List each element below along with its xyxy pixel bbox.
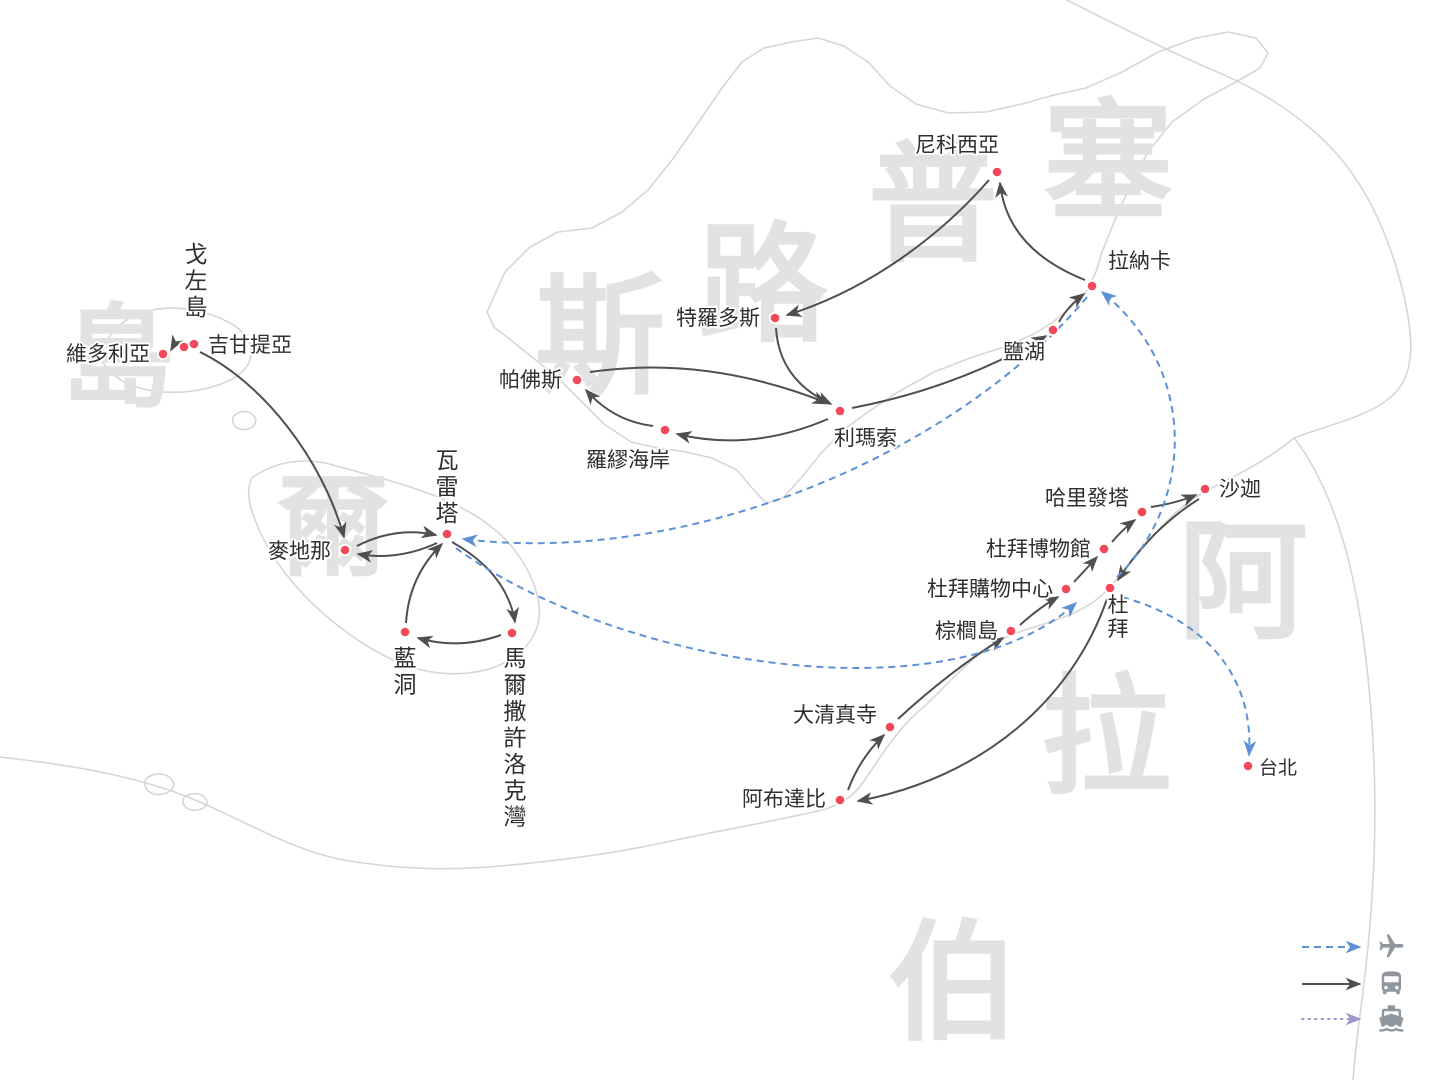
city-dot-dubai [1103, 581, 1117, 595]
route-bus-sharjah-to-dubai [1117, 498, 1200, 582]
route-flight-dubai-to-larnaca [1100, 290, 1176, 578]
city-dot-mdina [338, 543, 352, 557]
watermark-char-伯: 伯 [888, 910, 1018, 1056]
coast-islet-b [182, 792, 208, 811]
route-flight-dubai-to-taipei [1121, 596, 1257, 757]
legend [1301, 934, 1404, 1032]
watermark-char-普: 普 [868, 132, 998, 278]
watermark-char-爾: 爾 [276, 465, 389, 590]
city-label-victoria: 維多利亞 [66, 343, 150, 366]
city-label-limassol: 利瑪索 [834, 427, 897, 450]
city-label-palm-island: 棕櫚島 [935, 620, 998, 643]
city-dot-dubai-mall [1059, 582, 1073, 596]
city-label-troodos: 特羅多斯 [676, 307, 760, 330]
city-label-salt-lake: 鹽湖 [1003, 341, 1045, 364]
ship-icon [1379, 1005, 1404, 1032]
city-label-mdina: 麥地那 [268, 540, 331, 563]
city-dot-gozo [177, 340, 191, 354]
route-bus-limassol-to-salt-lake [851, 335, 1048, 409]
route-bus-palm-island-to-dubai-mall [1019, 596, 1060, 626]
city-label-valletta: 瓦雷塔 [436, 447, 459, 526]
route-bus-burj-khalifa-to-sharjah [1150, 494, 1198, 508]
watermark-char-斯: 斯 [535, 264, 665, 410]
route-bus-mdina-to-valletta [356, 525, 438, 547]
watermark-char-塞: 塞 [1043, 89, 1173, 235]
route-bus-romiou-coast-to-paphos [584, 388, 654, 427]
city-dot-burj-khalifa [1135, 505, 1149, 519]
route-bus-dubai-mall-to-dubai-museum [1073, 555, 1099, 583]
city-dot-blue-grotto [398, 625, 412, 639]
coast-cyprus-island [486, 31, 1269, 504]
city-label-larnaca: 拉納卡 [1108, 250, 1171, 273]
coast-gulf-coast [0, 437, 1295, 870]
city-label-nicosia: 尼科西亞 [915, 134, 999, 157]
route-bus-dubai-to-abu-dhabi [856, 598, 1108, 805]
city-dot-grand-mosque [883, 720, 897, 734]
route-bus-paphos-to-limassol [589, 366, 829, 404]
coast-arabia-east-coast [1293, 437, 1376, 1080]
city-dot-abu-dhabi [833, 793, 847, 807]
city-dot-valletta [440, 527, 454, 541]
city-label-paphos: 帕佛斯 [499, 369, 562, 392]
city-label-gozo: 戈左島 [185, 241, 208, 320]
city-dot-salt-lake [1046, 323, 1060, 337]
route-flight-larnaca-to-valletta [461, 296, 1088, 548]
coast-levant-coast [1066, 0, 1412, 439]
coast-islet-a [143, 773, 175, 796]
city-label-marsaxlokk: 馬爾撒許洛克灣 [504, 645, 527, 830]
watermark-char-阿: 阿 [1178, 509, 1308, 655]
watermark-char-島: 島 [62, 296, 174, 421]
route-bus-blue-grotto-to-valletta [405, 542, 444, 624]
watermark-char-路: 路 [698, 212, 829, 358]
city-label-ggantija: 吉甘提亞 [208, 334, 292, 357]
city-label-dubai-museum: 杜拜博物館 [986, 538, 1091, 561]
routes [170, 179, 1257, 805]
coastlines [0, 0, 1412, 1080]
city-dot-larnaca [1085, 279, 1099, 293]
route-bus-nicosia-to-troodos [785, 179, 990, 317]
city-label-romiou-coast: 羅繆海岸 [586, 449, 670, 472]
city-dot-dubai-museum [1097, 542, 1111, 556]
route-bus-dubai-museum-to-burj-khalifa [1111, 519, 1137, 543]
route-bus-salt-lake-to-larnaca [1058, 293, 1086, 323]
route-bus-valletta-to-marsaxlokk [451, 541, 519, 624]
city-label-sharjah: 沙迦 [1219, 478, 1261, 501]
city-dot-palm-island [1004, 624, 1018, 638]
city-dot-romiou-coast [658, 423, 672, 437]
city-dot-limassol [833, 404, 847, 418]
city-label-taipei: 台北 [1259, 757, 1297, 779]
coast-gozo-island [101, 307, 253, 394]
airplane-icon [1379, 934, 1404, 958]
city-dot-victoria [156, 347, 170, 361]
city-label-dubai: 杜拜 [1108, 594, 1129, 641]
route-bus-abu-dhabi-to-grand-mosque [847, 733, 886, 791]
coast-comino-island [231, 410, 257, 431]
city-label-burj-khalifa: 哈里發塔 [1045, 487, 1129, 510]
city-dot-sharjah [1198, 482, 1212, 496]
city-dot-paphos [570, 373, 584, 387]
route-bus-marsaxlokk-to-blue-grotto [416, 634, 502, 649]
route-bus-limassol-to-romiou-coast [675, 418, 829, 444]
city-label-blue-grotto: 藍洞 [394, 645, 417, 697]
watermark-char-拉: 拉 [1041, 664, 1171, 810]
coast-malta-island [247, 460, 541, 675]
bus-icon [1381, 971, 1401, 995]
city-dot-troodos [768, 311, 782, 325]
city-dot-ggantija [187, 337, 201, 351]
city-dot-marsaxlokk [505, 626, 519, 640]
city-label-grand-mosque: 大清真寺 [793, 704, 877, 727]
city-dot-nicosia [990, 165, 1004, 179]
city-dot-taipei [1241, 759, 1255, 773]
route-bus-ggantija-to-mdina [199, 351, 347, 539]
city-label-dubai-mall: 杜拜購物中心 [927, 578, 1053, 601]
city-label-abu-dhabi: 阿布達比 [742, 788, 826, 811]
route-bus-grand-mosque-to-palm-island [897, 637, 1005, 720]
route-flight-valletta-to-dubai [455, 547, 1078, 669]
route-bus-larnaca-to-nicosia [995, 181, 1086, 281]
